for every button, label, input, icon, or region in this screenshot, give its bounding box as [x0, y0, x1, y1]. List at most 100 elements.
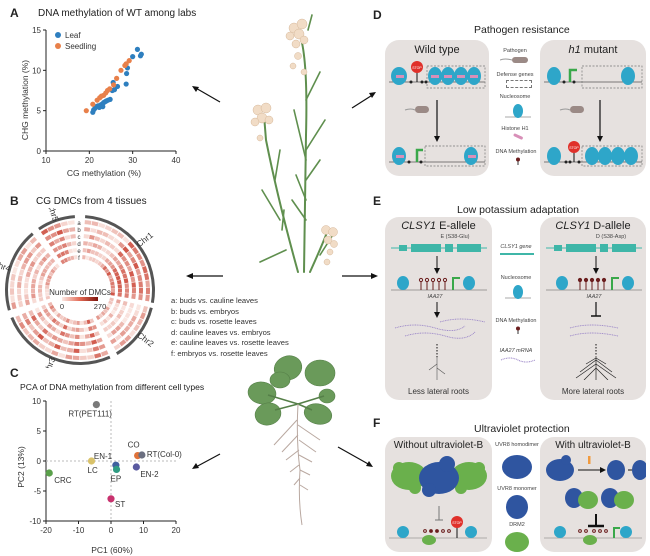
dmc-cell — [83, 234, 90, 239]
dmc-cell — [39, 276, 45, 281]
dmc-cell — [107, 274, 113, 280]
dmc-cell — [112, 255, 119, 262]
mrna-icon — [500, 357, 536, 363]
dmc-cell — [72, 320, 77, 325]
legend-dna-methylation-e: DNA Methylation — [495, 318, 537, 324]
legend-nucleosome: Nucleosome — [499, 94, 531, 100]
nucleosome-icon — [392, 147, 406, 165]
dmc-cell — [121, 316, 128, 324]
dmc-cell — [84, 327, 89, 332]
uv-light-icon — [588, 456, 591, 464]
dmc-cell — [128, 270, 135, 277]
dmc-cell — [30, 288, 36, 294]
h1-title-rest: mutant — [580, 44, 618, 56]
dmc-cell — [131, 288, 136, 294]
dmc-cell — [59, 330, 66, 337]
dmc-cell — [31, 293, 36, 299]
dmc-cell — [128, 329, 136, 337]
dmc-cell — [38, 284, 43, 289]
stop-sign-icon: STOP — [411, 61, 423, 82]
dmc-cell — [113, 343, 121, 351]
x-tick-label: 0 — [109, 526, 114, 535]
legend-nucleosome-e: Nucleosome — [500, 275, 532, 281]
dmc-cell — [109, 278, 114, 283]
dmc-cell — [137, 274, 143, 282]
data-point-seedling — [83, 108, 89, 114]
dmc-cell — [47, 274, 52, 280]
dmc-cell — [68, 340, 74, 346]
dmc-cell — [23, 257, 30, 265]
h1-italic: h1 — [568, 44, 581, 56]
dmc-cell — [37, 311, 43, 318]
dmc-cell — [109, 243, 116, 250]
dmc-cell — [88, 256, 93, 262]
dmc-cell — [62, 228, 70, 234]
dmc-cell — [38, 260, 45, 267]
ring-legend: a: buds vs. cauline leaves b: buds vs. e… — [171, 296, 289, 359]
nucleosome-icon — [464, 147, 478, 165]
data-point-seedling — [126, 58, 132, 64]
dmc-cell — [104, 268, 110, 274]
dmc-cell — [17, 288, 22, 295]
transcription-arrow-icon — [568, 68, 577, 82]
dmc-cell — [33, 268, 40, 275]
dmc-cell — [48, 271, 54, 277]
dmc-cell — [136, 318, 144, 326]
dmc-cell — [76, 320, 80, 325]
dmc-cell — [117, 292, 122, 297]
dmc-cell — [117, 241, 125, 249]
dmc-cell — [118, 264, 124, 270]
uvr8-homodimer-icon — [546, 455, 574, 481]
uvr8-monomer-icon — [506, 495, 528, 519]
dmc-cell — [82, 248, 87, 253]
e-allele-title-rest: E-allele — [436, 220, 476, 232]
dmc-cell — [32, 255, 39, 263]
dmc-cell — [105, 315, 111, 322]
dmc-cell — [53, 238, 61, 245]
dmc-cell — [71, 241, 77, 246]
dmc-cell — [10, 295, 16, 303]
dmc-cell — [66, 241, 72, 247]
dmc-cell — [122, 300, 128, 307]
dmc-cell — [138, 287, 144, 294]
dmc-cell — [92, 242, 98, 249]
dmc-cell — [20, 247, 28, 256]
dmc-cell — [26, 251, 34, 259]
dmc-cell — [110, 320, 116, 327]
dmc-cell — [24, 318, 32, 326]
dmc-cell — [62, 316, 67, 322]
dmc-cell — [91, 339, 98, 345]
dmc-cell — [75, 327, 80, 332]
ring-legend-item: f: embryos vs. rosette leaves — [171, 348, 268, 358]
ring-label: a — [77, 221, 81, 227]
dmc-cell — [117, 288, 122, 293]
dmc-cell — [124, 260, 131, 267]
dmc-cell — [29, 236, 38, 245]
dmc-cell — [30, 314, 38, 322]
dmc-cell — [66, 347, 74, 353]
dmc-cell — [83, 320, 88, 325]
y-tick-label: 15 — [32, 26, 41, 35]
pca-point — [107, 495, 115, 503]
panel-e-title: Low potassium adaptation — [457, 204, 579, 216]
dmc-cell — [40, 228, 49, 236]
dmc-cell — [96, 229, 103, 236]
dmc-cell — [126, 251, 134, 259]
uvr8-monomer-icon — [607, 460, 625, 480]
legend-label: Seedling — [65, 42, 96, 51]
chromosome-band-Chr4 — [5, 232, 34, 311]
sector-label: Chr1 — [134, 230, 155, 249]
dmc-cell — [29, 260, 36, 268]
dmc-cell — [97, 252, 104, 259]
x-tick-label: 40 — [172, 156, 181, 165]
dmc-cell — [43, 319, 50, 326]
dmc-cell — [96, 244, 103, 251]
dmc-cell — [41, 328, 49, 335]
histone-h1-icon — [513, 133, 523, 140]
dmc-cell — [61, 243, 68, 249]
dmc-cell — [119, 330, 127, 337]
dmc-cell — [20, 262, 27, 270]
dmc-cell — [108, 312, 114, 319]
dmc-cell — [39, 315, 46, 322]
dmc-cell — [22, 327, 30, 336]
